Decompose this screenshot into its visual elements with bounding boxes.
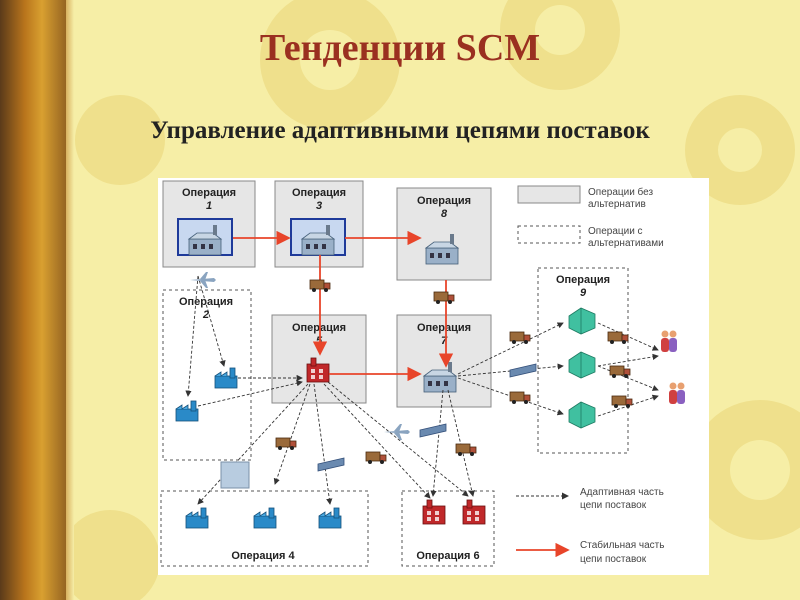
legend-with-alternatives-line2: альтернативами — [588, 238, 664, 249]
truck-icon — [275, 437, 297, 451]
operation-8-label: Операция — [417, 195, 471, 207]
customers-icon — [669, 382, 685, 404]
truck-icon — [433, 291, 455, 305]
legend-with-alternatives-line1: Операции с — [588, 226, 643, 237]
plane-icon — [190, 272, 216, 288]
operation-6-box: Операция 6 — [401, 490, 495, 567]
plane-icon — [384, 424, 410, 440]
legend-adaptive-line1: Адаптивная часть — [580, 487, 664, 498]
gear-icon — [60, 510, 160, 600]
slide-subtitle: Управление адаптивными цепями поставок — [150, 117, 650, 144]
truck-icon — [509, 391, 531, 405]
legend-adaptive-line2: цепи поставок — [580, 500, 647, 511]
decorative-left-strip — [0, 0, 74, 600]
operation-1-box: Операция 1 — [162, 180, 256, 268]
operation-7-box: Операция 7 — [396, 314, 492, 408]
legend-with-alternatives-swatch — [517, 225, 581, 244]
truck-icon — [455, 443, 477, 457]
train-icon — [509, 363, 537, 378]
train-icon — [419, 423, 447, 438]
train-icon — [317, 457, 345, 472]
legend: Операции без альтернатив Операции с альт… — [516, 185, 664, 565]
operation-2-label: Операция — [179, 296, 233, 308]
operation-6-label: Операция 6 — [416, 550, 479, 562]
transport-icons — [190, 272, 633, 489]
operation-5-box: Операция 5 — [271, 314, 367, 404]
truck-icon — [509, 331, 531, 345]
operation-8-box: Операция 8 — [396, 187, 492, 281]
ship-icon — [220, 461, 250, 489]
operation-7-label: Операция — [417, 322, 471, 334]
operation-1-label: Операция — [182, 187, 236, 199]
operation-9-label: Операция — [556, 274, 610, 286]
legend-stable-line1: Стабильная часть — [580, 539, 664, 551]
operation-3-number: 3 — [316, 200, 322, 212]
operation-2-box: Операция 2 — [162, 289, 252, 461]
truck-icon — [365, 451, 387, 465]
customers-icon — [661, 330, 677, 352]
operation-8-number: 8 — [441, 208, 448, 220]
stable-flows — [233, 230, 454, 382]
operation-4-label: Операция 4 — [231, 550, 295, 562]
gear-icon — [75, 95, 165, 185]
legend-no-alternatives-line1: Операции без — [588, 186, 654, 198]
operation-9-number: 9 — [580, 287, 587, 299]
scm-diagram-panel: Операция 1 Операция 3 Операция 8 Операци… — [158, 178, 709, 575]
scm-diagram: Операция 1 Операция 3 Операция 8 Операци… — [160, 180, 685, 567]
legend-no-alternatives-swatch — [517, 185, 581, 204]
operation-3-label: Операция — [292, 187, 346, 199]
legend-no-alternatives-line2: альтернатив — [588, 199, 646, 210]
operation-9-box: Операция 9 — [537, 267, 629, 454]
operation-1-number: 1 — [206, 200, 212, 212]
legend-stable-line2: цепи поставок — [580, 554, 647, 565]
operation-2-number: 2 — [202, 309, 209, 321]
slide-title: Тенденции SCM — [259, 27, 541, 69]
operation-5-label: Операция — [292, 322, 346, 334]
operation-7-number: 7 — [441, 335, 448, 347]
operation-4-box: Операция 4 — [160, 490, 369, 567]
operation-3-box: Операция 3 — [274, 180, 364, 268]
